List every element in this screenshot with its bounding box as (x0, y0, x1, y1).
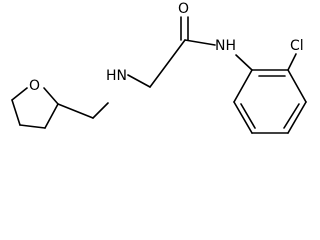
atom-label-chlorine: Cl (290, 38, 304, 54)
bond-benzene-2 (287, 69, 307, 103)
bond-benzene-inner-3 (240, 103, 256, 129)
bond-benzene-inner-2 (283, 103, 300, 129)
bond-ring-3 (44, 103, 59, 129)
bond-ring-1 (11, 99, 21, 126)
bond-benzene-6 (233, 69, 253, 103)
bond-ring-to-chlorine (287, 53, 297, 71)
atom-label-carbonyl-oxygen: O (178, 1, 189, 17)
tetrahydrofuran-ring (11, 87, 59, 129)
molecule-drawing: O HN O NH Cl (11, 1, 307, 134)
structure-canvas: O HN O NH Cl (11, 1, 307, 134)
bond-carbonyl-to-amide-n (184, 39, 216, 46)
atom-label-amide-nitrogen: NH (215, 38, 236, 54)
bond-benzene-3 (287, 101, 307, 134)
atom-label-amine-nitrogen: HN (106, 68, 127, 84)
bond-ring-o-left (11, 87, 28, 101)
bond-ring-o-right (43, 87, 59, 105)
bond-benzene-5 (233, 101, 253, 134)
bond-ch2-to-amine (92, 102, 109, 119)
bond-amine-to-ch2 (127, 74, 151, 88)
bond-ring-2 (19, 124, 46, 129)
benzene-ring (233, 69, 307, 134)
bond-ring-to-ch2 (57, 103, 94, 119)
atom-label-ring-oxygen: O (29, 78, 40, 94)
bond-ch2-to-carbonyl (149, 39, 186, 88)
bond-amide-n-to-ring (235, 54, 253, 71)
